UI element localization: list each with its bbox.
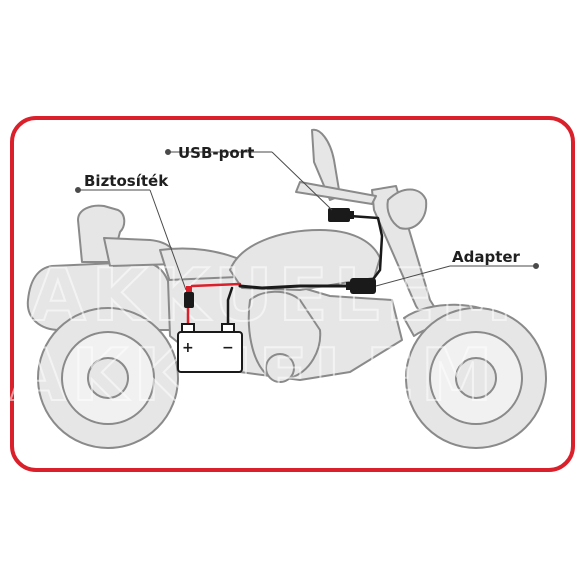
battery-minus-label: − xyxy=(222,340,234,356)
watermark-top: AKKUELEM xyxy=(30,253,518,337)
engine xyxy=(247,290,322,379)
wiring xyxy=(186,214,384,328)
adapter-icon xyxy=(346,278,376,294)
rear-wheel-hub xyxy=(87,357,129,399)
rear-fender xyxy=(26,261,177,331)
label-usb-port: USB-port xyxy=(178,144,254,162)
handlebar xyxy=(295,181,377,205)
engine-cover xyxy=(265,353,295,383)
label-fuse: Biztosíték xyxy=(84,172,169,190)
motorcycle-illustration xyxy=(26,128,547,449)
front-wheel-hub xyxy=(455,357,497,399)
battery-icon: + − xyxy=(177,323,243,373)
leader-lines xyxy=(75,149,539,291)
battery-plus-label: + xyxy=(182,340,194,356)
usb-port-icon xyxy=(328,208,354,222)
wire-main-cable xyxy=(238,284,352,290)
wire-black-negative xyxy=(226,286,234,328)
wire-red-main xyxy=(190,282,242,288)
label-adapter: Adapter xyxy=(452,248,521,266)
fuse-icon xyxy=(184,286,194,308)
headlight xyxy=(386,188,428,230)
wire-usb-cable xyxy=(348,214,384,280)
watermark-bottom: AKKUELEM xyxy=(10,333,498,417)
